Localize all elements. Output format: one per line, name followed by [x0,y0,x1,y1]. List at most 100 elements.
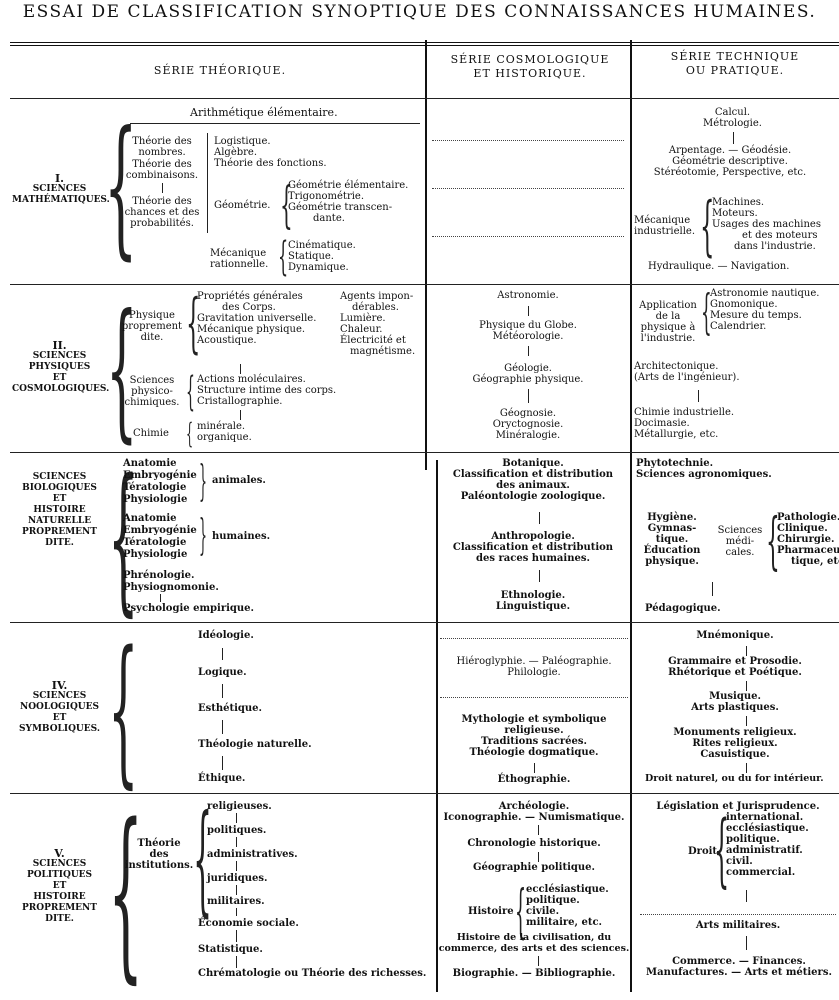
theologie-naturelle: Théologie naturelle. [198,739,312,750]
phrenologie: Phrénologie. Physiognomonie. [123,570,219,593]
tick [528,306,529,316]
anthropologie: Anthropologie. Classification et distrib… [452,531,614,564]
brace-icon: { [278,234,289,280]
row-label-noologiques: IV. SCIENCES NOOLOGIQUES ET SYMBOLIQUES. [19,679,100,734]
pathologie-list: Pathologie. Clinique. Chirurgie. Pharmac… [777,512,839,567]
geographie-politique: Géographie politique. [472,862,595,873]
esthetique: Esthétique. [198,703,263,714]
header-technique: SÉRIE TECHNIQUE OU PRATIQUE. [670,50,800,77]
grammaire: Grammaire et Prosodie. Rhétorique et Poé… [668,656,802,678]
tick [236,908,237,916]
brace-icon: { [701,284,712,340]
chimie: Chimie [133,428,169,439]
brace-icon: } [199,510,208,559]
brace-icon: { [766,504,780,577]
militaires: militaires. [207,896,265,907]
geologie: Géologie. Géographie physique. [472,363,584,385]
politiques: politiques. [207,825,267,836]
tick [528,346,529,356]
chronologie: Chronologie historique. [467,838,601,849]
brace-icon: { [193,790,213,929]
tick [222,720,223,734]
humaines: humaines. [212,531,271,542]
header-theorique: SÉRIE THÉORIQUE. [153,64,287,77]
agents-imponderables: Agents impon- dérables. Lumière. Chaleur… [340,291,416,357]
anatomie-humaines: Anatomie Embryogénie Tératologie Physiol… [123,513,197,560]
brace-icon: { [106,283,138,457]
brace-icon: { [714,803,730,896]
hydraulique: Hydraulique. — Navigation. [648,261,790,272]
histoire-civilisation: Histoire de la civilisation, du commerce… [438,932,630,954]
top-rule [10,42,839,46]
tick [222,648,223,660]
chimie-industrielle: Chimie industrielle. Docimasie. Métallur… [634,407,735,440]
tick [528,389,529,403]
brace-icon: { [186,369,195,415]
anatomie-animales: Anatomie Embryogénie Tératologie Physiol… [123,458,197,505]
physique-globe: Physique du Globe. Météorologie. [479,320,577,342]
sciences-physico-chimiques: Sciences physico- chimiques. [124,375,180,408]
tick [698,390,699,402]
commerce: Commerce. — Finances. Manufactures. — Ar… [646,956,832,978]
brace-icon: { [186,286,201,361]
calcul-metrologie: Calcul. Métrologie. [703,107,762,129]
column-divider-1b [436,460,438,992]
astronomie-nautique: Astronomie nautique. Gnomonique. Mesure … [710,288,820,332]
tick [538,825,539,835]
tick [222,756,223,770]
arithmetique: Arithmétique élémentaire. [190,106,338,119]
tick [236,861,237,871]
row-rule-3 [10,452,839,453]
row-label-physiques: II. SCIENCES PHYSIQUES ET COSMOLOGIQUES. [12,339,110,394]
dotted-line [640,914,836,915]
tick [539,512,540,524]
row-label-mathematiques: I. SCIENCES MATHÉMATIQUES. [12,172,110,205]
tick [538,852,539,862]
tick [236,956,237,968]
brace-icon: { [186,417,194,450]
tick [162,183,163,193]
dotted-line [440,697,628,698]
proprietes-list: Propriétés générales des Corps. Gravitat… [197,291,317,346]
tick [733,132,734,144]
actions-list: Actions moléculaires. Structure intime d… [197,374,337,407]
tick [534,763,535,773]
row-rule-4 [10,622,839,623]
dotted-line [440,638,628,639]
legislation: Législation et Jurisprudence. [656,801,820,812]
row-label-politiques: V. SCIENCES POLITIQUES ET HISTOIRE PROPR… [22,847,97,924]
animales: animales. [212,475,266,486]
tick [222,684,223,698]
tick [160,594,161,602]
arts-militaires: Arts militaires. [695,920,781,931]
histoire-list: ecclésiastique. politique. civile. milit… [526,884,609,928]
tick [746,646,747,656]
tick [746,716,747,726]
brace-icon: { [280,176,293,234]
tick [746,763,747,773]
row-rule-5 [10,793,839,794]
theorie-nombres: Théorie des nombres. [132,136,192,158]
physique-proprement-dite: Physique proprement dite. [121,310,183,343]
droit-list: international. ecclésiastique. politique… [726,812,809,878]
hieroglyphie: Hiéroglyphie. — Paléographie. Philologie… [456,656,612,678]
theorie-combinaisons: Théorie des combinaisons. [125,159,199,181]
tick [240,364,241,374]
tick [746,936,747,950]
sciences-medicales: Sciences médi- cales. [717,525,763,558]
mythologie: Mythologie et symbolique religieuse. Tra… [461,714,607,758]
musique: Musique. Arts plastiques. [691,691,779,713]
mnemonique: Mnémonique. [696,630,774,641]
brace-icon: { [108,444,139,631]
header-cosmologique: SÉRIE COSMOLOGIQUE ET HISTORIQUE. [450,53,610,80]
ethnologie: Ethnologie. Linguistique. [495,590,571,612]
tick [539,570,540,582]
psychologie-empirique: Psychologie empirique. [123,603,255,614]
column-divider-2 [630,40,632,992]
dotted-line [432,140,624,141]
tick [538,956,539,966]
machines-list: Machines. Moteurs. Usages des machines e… [712,197,821,252]
droit: Droit [688,846,718,857]
histoire: Histoire [468,906,514,917]
mecanique-rationnelle: Mécanique rationnelle. [210,248,269,270]
